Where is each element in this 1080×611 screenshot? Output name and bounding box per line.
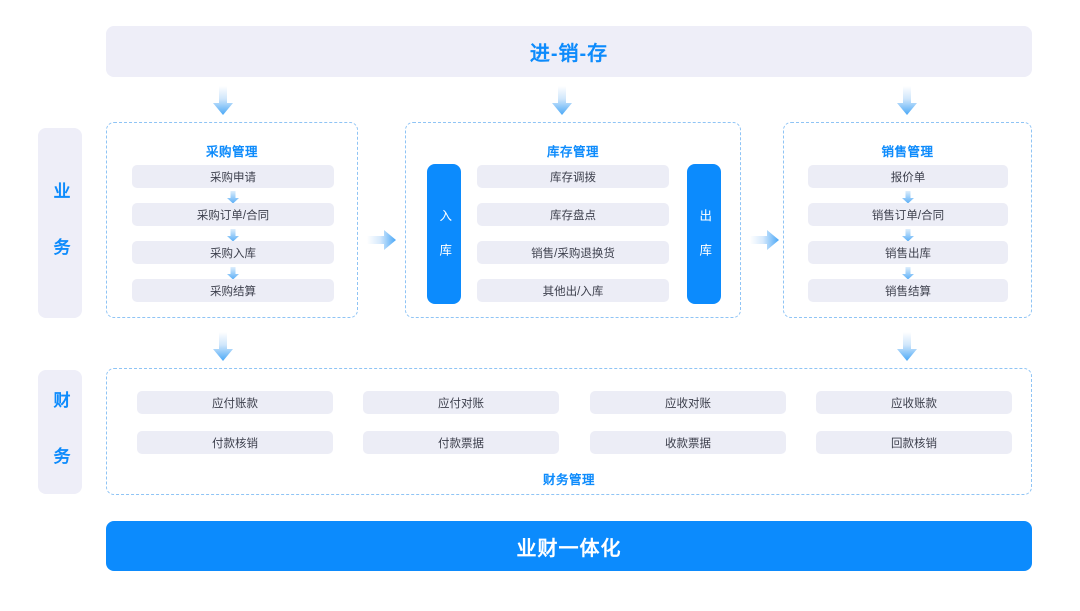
chip-finance-r0-c0[interactable]: 应付账款 xyxy=(137,391,333,414)
footer-banner: 业财一体化 xyxy=(106,521,1032,571)
group-finance-management: 应付账款 应付对账 应收对账 应收账款 付款核销 付款票据 收款票据 回款核销 … xyxy=(106,368,1032,495)
vbar-stock-out-label: 出 库 xyxy=(697,208,712,260)
rail-business-label: 业 务 xyxy=(50,181,70,265)
group-sales-management: 销售管理 报价单 销售订单/合同 销售出库 销售结算 xyxy=(783,122,1032,318)
chip-finance-r1-c1[interactable]: 付款票据 xyxy=(363,431,559,454)
arrow-down-to-purchase xyxy=(212,86,234,116)
vbar-stock-out[interactable]: 出 库 xyxy=(687,164,721,304)
chip-sales-1[interactable]: 销售订单/合同 xyxy=(808,203,1008,226)
arrow-down-sales-2 xyxy=(901,267,915,280)
rail-business: 业 务 xyxy=(38,128,82,318)
chip-sales-0[interactable]: 报价单 xyxy=(808,165,1008,188)
chip-stock-2[interactable]: 销售/采购退换货 xyxy=(477,241,669,264)
chip-finance-r0-c1[interactable]: 应付对账 xyxy=(363,391,559,414)
header-banner: 进-销-存 xyxy=(106,26,1032,77)
arrow-down-purchase-2 xyxy=(226,267,240,280)
chip-purchase-2[interactable]: 采购入库 xyxy=(132,241,334,264)
arrow-right-stock-to-sales xyxy=(750,229,780,251)
rail-finance: 财 务 xyxy=(38,370,82,494)
chip-finance-r1-c3[interactable]: 回款核销 xyxy=(816,431,1012,454)
group-stock-title: 库存管理 xyxy=(546,145,599,159)
arrow-down-purchase-0 xyxy=(226,191,240,204)
chip-finance-r0-c3[interactable]: 应收账款 xyxy=(816,391,1012,414)
arrow-down-sales-to-finance xyxy=(896,332,918,362)
chip-finance-r1-c0[interactable]: 付款核销 xyxy=(137,431,333,454)
chip-stock-3[interactable]: 其他出/入库 xyxy=(477,279,669,302)
chip-purchase-0[interactable]: 采购申请 xyxy=(132,165,334,188)
arrow-down-purchase-to-finance xyxy=(212,332,234,362)
chip-sales-2[interactable]: 销售出库 xyxy=(808,241,1008,264)
chip-finance-r0-c2[interactable]: 应收对账 xyxy=(590,391,786,414)
group-purchase-management: 采购管理 采购申请 采购订单/合同 采购入库 采购结算 xyxy=(106,122,358,318)
arrow-down-sales-0 xyxy=(901,191,915,204)
group-stock-management: 库存管理 入 库 出 库 库存调拨 库存盘点 销售/采购退换货 其他出/入库 xyxy=(405,122,741,318)
chip-stock-0[interactable]: 库存调拨 xyxy=(477,165,669,188)
footer-title: 业财一体化 xyxy=(516,537,622,560)
chip-sales-3[interactable]: 销售结算 xyxy=(808,279,1008,302)
group-sales-title: 销售管理 xyxy=(881,145,934,159)
arrow-down-to-stock xyxy=(551,86,573,116)
group-purchase-title: 采购管理 xyxy=(205,145,258,159)
arrow-right-purchase-to-stock xyxy=(367,229,397,251)
arrow-down-to-sales xyxy=(896,86,918,116)
chip-finance-r1-c2[interactable]: 收款票据 xyxy=(590,431,786,454)
chip-purchase-1[interactable]: 采购订单/合同 xyxy=(132,203,334,226)
vbar-stock-in[interactable]: 入 库 xyxy=(427,164,461,304)
group-finance-title: 财务管理 xyxy=(542,473,595,487)
header-title: 进-销-存 xyxy=(529,43,609,65)
rail-finance-label: 财 务 xyxy=(50,390,70,474)
arrow-down-sales-1 xyxy=(901,229,915,242)
vbar-stock-in-label: 入 库 xyxy=(437,208,452,260)
chip-purchase-3[interactable]: 采购结算 xyxy=(132,279,334,302)
arrow-down-purchase-1 xyxy=(226,229,240,242)
chip-stock-1[interactable]: 库存盘点 xyxy=(477,203,669,226)
